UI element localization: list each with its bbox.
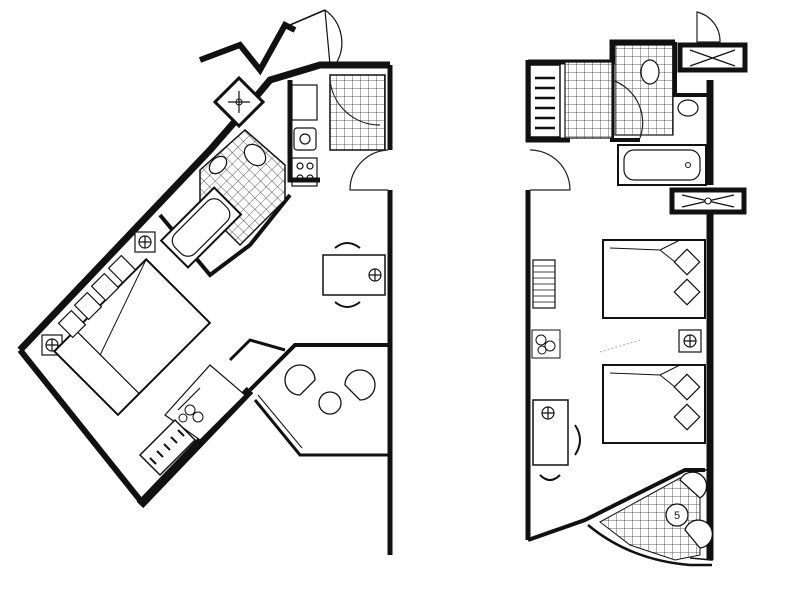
left-dining-table <box>322 242 386 308</box>
left-floor-plan <box>17 9 393 555</box>
right-heater <box>532 259 556 309</box>
right-bed-lower <box>602 364 706 444</box>
left-kitchen-tiles <box>329 74 386 151</box>
right-shaft-top <box>677 42 748 73</box>
left-entry-door <box>198 9 343 76</box>
right-desk <box>532 399 581 481</box>
left-pillows <box>57 254 137 339</box>
left-kitchen-door-swing <box>329 79 381 126</box>
right-kitchen-door-swing <box>611 79 644 139</box>
right-bath-tiles <box>614 44 674 136</box>
balcony-number-label: 5 <box>674 510 680 522</box>
right-top-door-swing <box>696 11 721 43</box>
right-plant-icon <box>531 329 561 359</box>
left-balcony <box>248 343 390 457</box>
left-main-door-swing <box>349 149 389 191</box>
right-floor-plan: 5 <box>525 11 748 567</box>
right-balcony: 5 <box>584 469 714 567</box>
right-closet <box>529 64 561 138</box>
right-kitchen-tiles <box>564 61 613 139</box>
right-entry-door-swing <box>529 149 571 191</box>
left-wardrobe-hangers <box>138 418 197 477</box>
left-bathroom-fixtures <box>208 143 267 175</box>
right-shaft-middle <box>669 187 747 215</box>
right-bathtub <box>617 144 707 186</box>
right-dashed-line <box>599 339 641 353</box>
right-lamp <box>678 329 702 353</box>
left-kitchen-fixtures <box>291 84 318 187</box>
left-bathtub <box>159 186 243 269</box>
right-bed-upper <box>602 239 706 319</box>
right-bathroom-fixtures <box>640 59 699 117</box>
left-wardrobe-diamond <box>212 75 266 129</box>
left-plant-icon <box>178 404 204 423</box>
